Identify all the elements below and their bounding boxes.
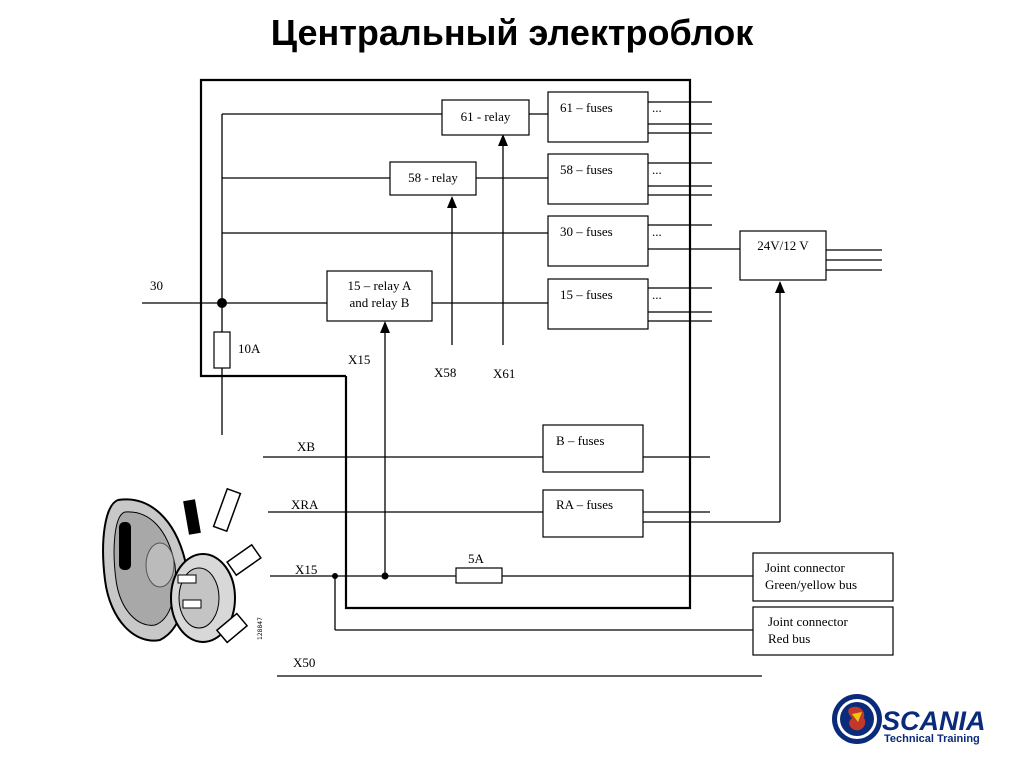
part-number: 128847 (257, 617, 264, 640)
joint2-label-line1: Joint connector (768, 614, 848, 629)
fuses-15-block: 15 – fuses ... (547, 278, 662, 330)
fuses-ra-block: RA – fuses (542, 489, 644, 538)
fuses-30-ellipsis: ... (652, 224, 662, 239)
fuses-61-block: 61 – fuses ... (547, 91, 662, 143)
fuse-5a (455, 567, 503, 584)
relay-61-label: 61 - relay (461, 109, 511, 124)
fuses-58-ellipsis: ... (652, 162, 662, 177)
converter-label: 24V/12 V (757, 238, 809, 253)
fuses-b-block: B – fuses (542, 424, 644, 473)
fuse-10a (213, 331, 231, 369)
relay-58-label: 58 - relay (408, 170, 458, 185)
fuses-61-ellipsis: ... (652, 100, 662, 115)
fuses-30-block: 30 – fuses ... (547, 215, 662, 267)
relay-15-label-line1: 15 – relay A (348, 278, 413, 293)
page-title: Центральный электроблок (270, 12, 754, 53)
relay-61-block: 61 - relay (441, 99, 530, 136)
label-5a: 5A (468, 551, 485, 566)
logo-brand: SCANIA (882, 706, 986, 736)
label-xra: XRA (291, 497, 319, 512)
fuses-58-label: 58 – fuses (560, 162, 613, 177)
fuses-ra-label: RA – fuses (556, 497, 613, 512)
fuses-15-label: 15 – fuses (560, 287, 613, 302)
fuses-30-label: 30 – fuses (560, 224, 613, 239)
scania-logo[interactable]: SCANIA Technical Training (832, 694, 986, 745)
label-x15: X15 (295, 562, 317, 577)
fuses-61-label: 61 – fuses (560, 100, 613, 115)
label-x15-top: X15 (348, 352, 370, 367)
joint1-label-line2: Green/yellow bus (765, 577, 857, 592)
label-10a: 10A (238, 341, 261, 356)
label-x61: X61 (493, 366, 515, 381)
fuses-15-ellipsis: ... (652, 287, 662, 302)
joint-connector-green-yellow: Joint connector Green/yellow bus (752, 552, 894, 602)
ignition-switch-illustration: 128847 (102, 487, 264, 644)
fuses-b-label: B – fuses (556, 433, 604, 448)
label-x58: X58 (434, 365, 456, 380)
label-xb: XB (297, 439, 315, 454)
central-unit-frame (199, 78, 692, 610)
fuses-58-block: 58 – fuses ... (547, 153, 662, 205)
relay-15-label-line2: and relay B (350, 295, 410, 310)
joint-connector-red: Joint connector Red bus (752, 606, 894, 656)
relay-15-block: 15 – relay A and relay B (326, 270, 433, 322)
relay-58-block: 58 - relay (389, 161, 477, 196)
label-30: 30 (150, 278, 163, 293)
converter-block: 24V/12 V (739, 230, 827, 281)
logo-subtitle: Technical Training (884, 733, 980, 745)
joint1-label-line1: Joint connector (765, 560, 845, 575)
joint2-label-line2: Red bus (768, 631, 810, 646)
label-x50: X50 (293, 655, 315, 670)
internal-wiring (142, 101, 882, 677)
